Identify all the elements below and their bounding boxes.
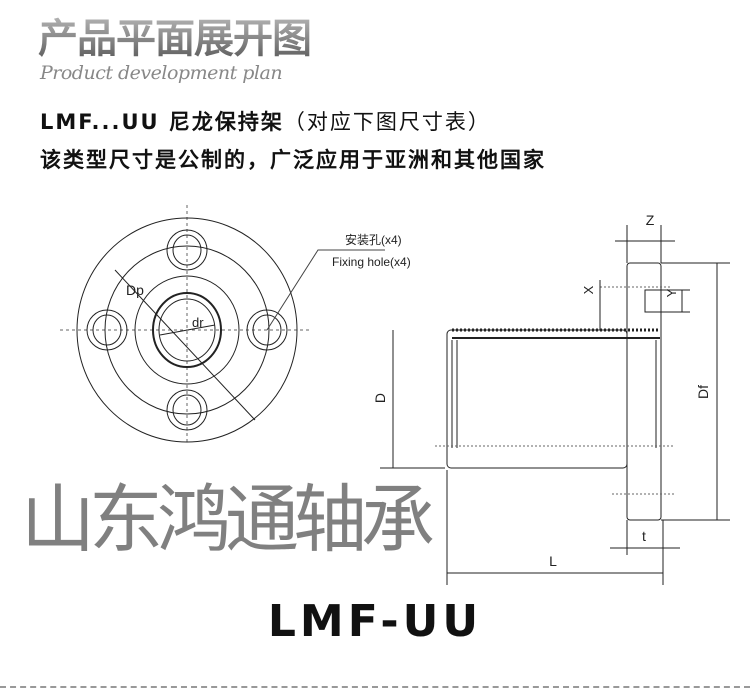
side-view: [380, 225, 730, 585]
fixing-hole: [166, 389, 208, 431]
dim-t-label: t: [642, 528, 646, 544]
dim-d-label: D: [372, 393, 388, 403]
model-description: LMF...UU 尼龙保持架（对应下图尺寸表）: [40, 106, 491, 136]
table-note: （对应下图尺寸表）: [283, 110, 491, 134]
fixing-hole: [86, 309, 128, 351]
dim-x-label: X: [581, 285, 596, 294]
fixing-hole: [166, 229, 208, 271]
fixing-hole: [246, 309, 288, 351]
dim-z-label: Z: [646, 212, 655, 228]
dim-y-label: Y: [664, 288, 679, 297]
dim-dr-label: dr: [192, 315, 204, 330]
front-view: [60, 205, 385, 445]
watermark: 山东鸿通轴承: [21, 477, 433, 563]
model-cage-label: LMF...UU 尼龙保持架: [40, 110, 284, 134]
dim-dp-label: Dp: [126, 282, 144, 298]
section-divider: [0, 686, 750, 688]
fixing-hole-label-cn: 安装孔(x4): [345, 232, 402, 247]
metric-description: 该类型尺寸是公制的，广泛应用于亚洲和其他国家: [40, 148, 546, 172]
model-name: LMF-UU: [267, 596, 483, 647]
dim-df-label: Df: [695, 385, 711, 399]
page-title: 产品平面展开图: [38, 6, 312, 64]
fixing-hole-label-en: Fixing hole(x4): [332, 255, 411, 269]
dim-l-label: L: [549, 553, 557, 569]
page-subtitle: Product development plan: [40, 62, 283, 84]
